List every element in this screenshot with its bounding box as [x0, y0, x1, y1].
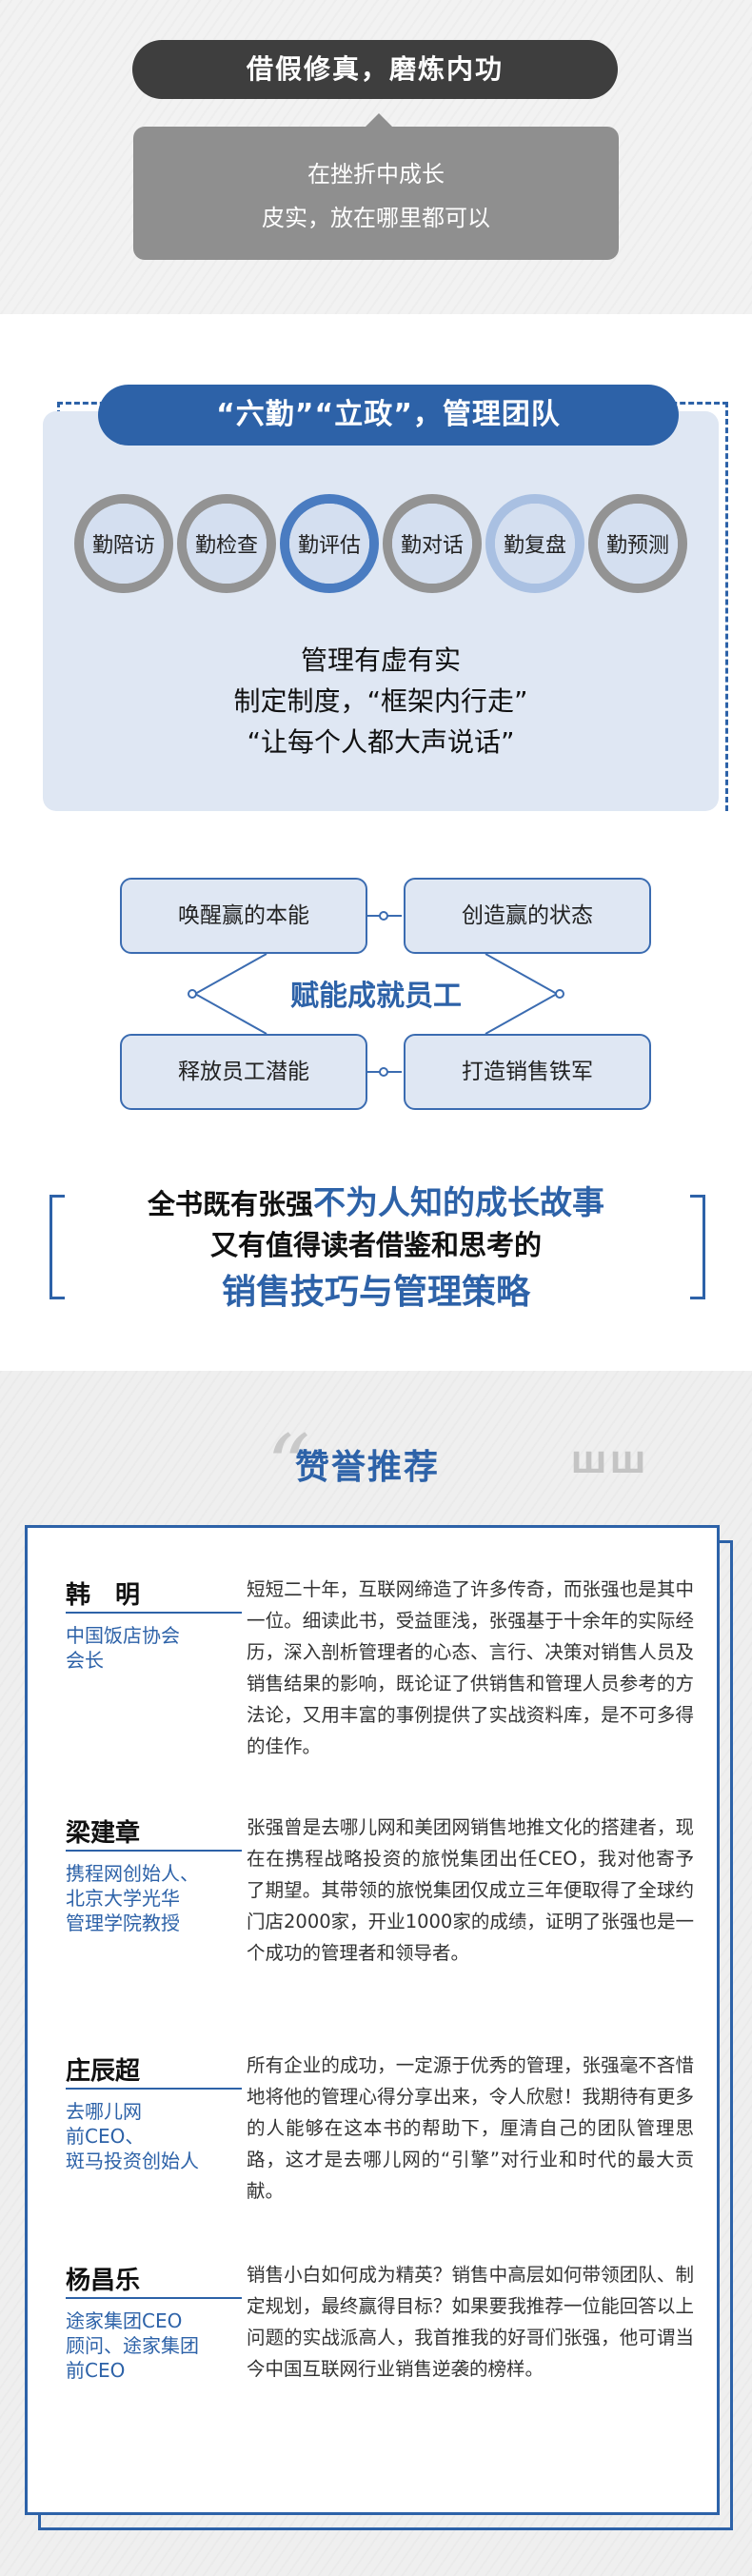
deco-text-graphic: ШШ — [571, 1447, 695, 1480]
circle-label: 勤预测 — [598, 504, 678, 584]
capability-center: 赋能成就员工 — [290, 980, 462, 1013]
role-line: 北京大学光华 — [66, 1887, 180, 1910]
circle-item: 勤陪访 — [74, 494, 173, 593]
name-underline — [66, 2088, 242, 2090]
role-line: 管理学院教授 — [66, 1912, 180, 1934]
left-bracket — [49, 1195, 65, 1299]
circle-item: 勤预测 — [588, 494, 687, 593]
role-line: 斑马投资创始人 — [66, 2150, 199, 2172]
right-bracket — [690, 1195, 705, 1299]
circle-item: 勤评估 — [280, 494, 379, 593]
role-line: 携程网创始人、 — [66, 1862, 199, 1885]
circle-item: 勤检查 — [177, 494, 276, 593]
role-line: 前CEO — [66, 2359, 126, 2382]
management-line-1: 管理有虚有实 — [300, 644, 461, 676]
management-title: “六勤”“立政”，管理团队 — [98, 385, 679, 446]
recommendation-text: 销售小白如何成为精英？销售中高层如何带领团队、制定规划，最终赢得目标？如果要我推… — [247, 2264, 694, 2380]
circle-label: 勤对话 — [392, 504, 472, 584]
recommender-name: 梁建章 — [66, 1819, 141, 1848]
circle-label: 勤陪访 — [84, 504, 164, 584]
connector-dot — [188, 989, 197, 999]
callout-line-1: 在挫折中成长 — [307, 161, 445, 188]
circle-label: 勤评估 — [289, 504, 369, 584]
circle-item: 勤对话 — [383, 494, 482, 593]
summary-line-2: 又有值得读者借鉴和思考的 — [209, 1229, 542, 1261]
connector-dot — [379, 911, 388, 921]
circle-label: 勤检查 — [187, 504, 267, 584]
deco-text: ШШ — [571, 1447, 650, 1480]
management-line-2: 制定制度，“框架内行走” — [233, 685, 528, 717]
capability-top-left: 唤醒赢的本能 — [120, 878, 367, 954]
role-line: 去哪儿网 — [66, 2100, 142, 2123]
circle-label: 勤复盘 — [495, 504, 575, 584]
recommender-name: 杨昌乐 — [66, 2267, 141, 2295]
circle-item: 勤复盘 — [485, 494, 584, 593]
quote-mark-icon: “ — [267, 1417, 311, 1516]
recommendations-card: 韩 明 中国饭店协会 会长 短短二十年，互联网缔造了许多传奇，而张强也是其中一位… — [25, 1525, 720, 2515]
recommender-name: 韩 明 — [66, 1581, 141, 1610]
recommender-name: 庄辰超 — [66, 2057, 141, 2086]
role-line: 途家集团CEO — [66, 2309, 183, 2332]
management-panel — [43, 411, 719, 811]
recommendation-text: 所有企业的成功，一定源于优秀的管理，张强毫不吝惜地将他的管理心得分享出来，令人欣… — [247, 2054, 694, 2202]
capability-bottom-left: 释放员工潜能 — [120, 1034, 367, 1110]
callout-line-2: 皮实，放在哪里都可以 — [262, 205, 490, 231]
recommendations-section: “ 赞誉推荐 ШШ 韩 明 中国饭店协会 会长 短短二十年，互联网缔造了许多传奇… — [0, 1371, 752, 2576]
recommendation-text: 张强曾是去哪儿网和美团网销售地推文化的搭建者，现在在携程战略投资的旅悦集团出任C… — [247, 1816, 694, 1964]
name-underline — [66, 1850, 242, 1852]
management-line-3: “让每个人都大声说话” — [247, 726, 515, 758]
summary-line-1: 全书既有张强不为人知的成长故事 — [67, 1177, 685, 1223]
recommender-role: 去哪儿网 前CEO、 斑马投资创始人 — [66, 2099, 251, 2173]
role-line: 前CEO、 — [66, 2125, 145, 2148]
connector-dot — [555, 989, 564, 999]
name-underline — [66, 2297, 242, 2299]
role-line: 顾问、途家集团 — [66, 2334, 199, 2357]
connector-lines — [194, 915, 558, 1073]
summary-line-1-plain: 全书既有张强 — [147, 1188, 313, 1220]
recommender-role: 途家集团CEO 顾问、途家集团 前CEO — [66, 2308, 251, 2383]
capability-bottom-right: 打造销售铁军 — [404, 1034, 651, 1110]
summary-line-3: 销售技巧与管理策略 — [221, 1273, 530, 1312]
headline-pill: 借假修真，磨炼内功 — [132, 40, 618, 99]
connector-dot — [379, 1067, 388, 1077]
summary-line-1-highlight: 不为人知的成长故事 — [313, 1184, 604, 1222]
recommendation-text: 短短二十年，互联网缔造了许多传奇，而张强也是其中一位。细读此书，受益匪浅，张强基… — [247, 1578, 694, 1757]
recommender-role: 携程网创始人、 北京大学光华 管理学院教授 — [66, 1861, 251, 1935]
name-underline — [66, 1612, 242, 1614]
recommendations-title: 赞誉推荐 — [295, 1448, 441, 1487]
intro-section: 借假修真，磨炼内功 在挫折中成长 皮实，放在哪里都可以 — [0, 0, 752, 314]
recommender-role: 中国饭店协会 会长 — [66, 1623, 251, 1673]
callout-box: 在挫折中成长 皮实，放在哪里都可以 — [133, 113, 619, 260]
role-line: 会长 — [66, 1649, 104, 1672]
role-line: 中国饭店协会 — [66, 1624, 180, 1647]
capability-top-right: 创造赢的状态 — [404, 878, 651, 954]
callout-pointer — [366, 113, 392, 127]
